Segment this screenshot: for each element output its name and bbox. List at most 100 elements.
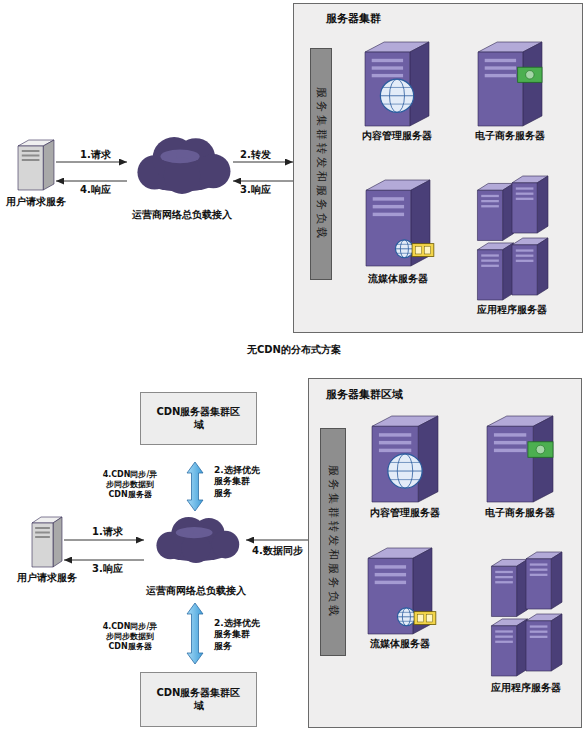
film-frame — [415, 246, 421, 254]
flow-arrow — [64, 560, 144, 561]
node-icon — [478, 42, 542, 126]
icon-group — [137, 137, 230, 194]
drive-slot — [495, 630, 513, 632]
edge-label: 4.数据同步 — [252, 545, 312, 558]
icon-group — [477, 176, 548, 300]
server-cluster-region: 服务集群转发和服务负载内容管理服务器电子商务服务器流媒体服务器应用程序服务器服务… — [293, 3, 583, 333]
drive-slot — [373, 213, 404, 216]
icon-group — [365, 42, 429, 126]
drive-slot — [379, 449, 411, 452]
drive-slot — [530, 631, 548, 633]
server-side — [537, 176, 548, 233]
edge-label: 1.请求 — [92, 526, 132, 539]
server-side — [410, 42, 429, 126]
drive-slot — [481, 200, 499, 202]
server-side — [537, 238, 548, 295]
globe-equator — [380, 95, 413, 96]
flow-arrow — [56, 162, 127, 163]
server-front — [478, 52, 523, 126]
node-label: 运营商网络总负载接入 — [126, 585, 266, 598]
globe-latitude — [399, 612, 414, 613]
server-node: 电子商务服务器 — [478, 42, 542, 126]
drive-slot — [481, 205, 499, 207]
node-icon — [476, 176, 548, 300]
server-node: 内容管理服务器 — [365, 42, 429, 126]
edge-label: 2.选择优先 服务集群 服务 — [214, 465, 266, 499]
server-side — [418, 416, 438, 502]
server-node: 应用程序服务器 — [476, 176, 548, 300]
network-cloud: 运营商网络总负载接入 — [150, 517, 242, 563]
band-label: 服务集群转发和服务负载 — [326, 465, 340, 619]
drive-slot — [373, 197, 404, 200]
cloud-highlight — [160, 150, 199, 164]
globe-latitude — [397, 244, 412, 245]
flow-arrow — [246, 540, 308, 541]
drive-slot — [22, 155, 40, 157]
icon-group — [372, 416, 438, 502]
edge-label: 2.转发 — [240, 149, 285, 162]
edge-label: 3.响应 — [240, 184, 285, 197]
server-node: 电子商务服务器 — [487, 416, 553, 502]
drive-slot — [495, 581, 513, 583]
region-heading: 服务器集群 — [326, 12, 381, 26]
cloud-highlight — [176, 527, 213, 538]
globe-symbol — [388, 454, 422, 488]
cdn-region-box: CDN服务器集群区 域 — [140, 392, 257, 445]
flow-arrow — [64, 540, 144, 541]
node-label: 运营商网络总负载接入 — [112, 209, 252, 222]
icon-group — [366, 180, 434, 266]
edge-label: 1.请求 — [80, 149, 120, 162]
film-frame — [424, 246, 430, 254]
node-label: 应用程序服务器 — [442, 304, 582, 317]
load-balancer-band: 服务集群转发和服务负载 — [310, 48, 332, 280]
globe-symbol — [380, 79, 413, 112]
server-front — [491, 626, 516, 676]
drive-slot — [516, 198, 534, 200]
drive-slot — [485, 74, 516, 77]
node-icon — [372, 416, 438, 502]
drive-slot — [375, 581, 406, 584]
sync-note: 4.CDN同步/异 步同步数据到 CDN服务器 — [100, 622, 160, 652]
drive-slot — [495, 576, 513, 578]
block-arrow — [187, 603, 203, 664]
drive-slot — [494, 449, 526, 452]
band-label: 服务集群转发和服务负载 — [314, 87, 328, 241]
server-side — [551, 552, 562, 609]
drive-slot — [530, 563, 548, 565]
globe-latitude — [383, 87, 411, 88]
icon-group — [156, 517, 239, 563]
drive-slot — [495, 636, 513, 638]
icon-group — [478, 42, 542, 126]
node-icon — [133, 137, 231, 194]
drive-slot — [530, 636, 548, 638]
server-side — [523, 42, 542, 126]
globe-latitude — [390, 462, 419, 463]
node-icon — [150, 517, 242, 563]
server-front — [491, 566, 516, 616]
block-arrow — [187, 462, 203, 511]
drive-slot — [495, 571, 513, 573]
film-strip — [414, 612, 436, 625]
icon-group — [487, 416, 553, 502]
money-coin — [536, 445, 545, 454]
drive-slot — [22, 159, 40, 161]
globe-equator — [388, 471, 422, 472]
server-node: 流媒体服务器 — [368, 548, 432, 634]
drive-slot — [516, 187, 534, 189]
money-symbol — [528, 442, 553, 457]
drive-slot — [372, 74, 403, 77]
drive-slot — [485, 66, 516, 69]
globe-symbol — [395, 240, 413, 258]
film-frame — [417, 614, 423, 622]
drive-slot — [530, 625, 548, 627]
region-heading: 服务器集群区域 — [326, 388, 403, 402]
server-side — [53, 517, 62, 567]
node-icon — [490, 552, 562, 676]
drive-slot — [481, 260, 499, 262]
cloud-puff — [196, 154, 230, 188]
drive-slot — [481, 265, 499, 267]
server-front — [512, 183, 537, 233]
globe-latitude — [399, 621, 414, 622]
flow-arrow — [233, 162, 293, 163]
